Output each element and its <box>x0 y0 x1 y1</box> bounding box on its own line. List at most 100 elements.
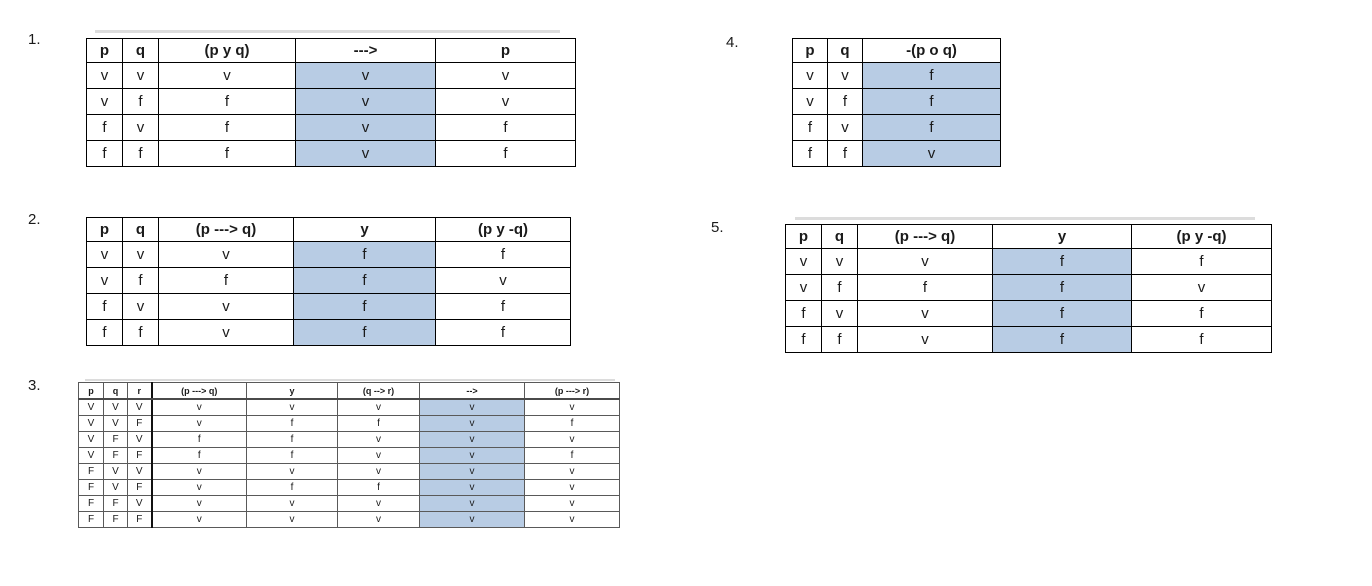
cell: v <box>246 463 338 480</box>
header-cell: (p ---> q) <box>158 217 294 242</box>
cell: F <box>78 479 104 496</box>
cell: f <box>435 114 576 141</box>
cell: v <box>158 241 294 268</box>
header-cell: p <box>435 38 576 63</box>
cell: v <box>246 495 338 512</box>
result-cell: v <box>419 479 525 496</box>
cell: F <box>78 463 104 480</box>
header-cell: p <box>86 217 123 242</box>
header-cell: y <box>293 217 436 242</box>
cell: v <box>435 62 576 89</box>
cell: v <box>86 88 123 115</box>
cell: F <box>127 447 153 464</box>
cell: v <box>246 398 338 416</box>
cell: F <box>78 511 104 528</box>
cell: v <box>435 267 571 294</box>
cell: v <box>151 463 247 480</box>
header-cell: (p y -q) <box>435 217 571 242</box>
cell: v <box>857 248 993 275</box>
header-cell: (p y -q) <box>1131 224 1272 249</box>
cell: F <box>127 415 153 432</box>
cell: f <box>122 140 159 167</box>
cell: V <box>103 415 128 432</box>
cell: F <box>78 495 104 512</box>
cell: V <box>78 398 104 416</box>
cell: V <box>78 447 104 464</box>
result-cell: v <box>862 140 1001 167</box>
ghost-line <box>795 217 1255 220</box>
cell: v <box>122 241 159 268</box>
cell: V <box>103 398 128 416</box>
cell: v <box>151 511 247 528</box>
cell: f <box>1131 300 1272 327</box>
result-cell: f <box>992 274 1132 301</box>
header-cell: q <box>122 38 159 63</box>
result-cell: v <box>419 463 525 480</box>
cell: f <box>792 140 828 167</box>
cell: f <box>122 88 159 115</box>
cell: f <box>435 319 571 346</box>
header-cell: q <box>122 217 159 242</box>
cell: f <box>86 319 123 346</box>
cell: f <box>435 293 571 320</box>
header-cell: -(p o q) <box>862 38 1001 63</box>
cell: V <box>78 415 104 432</box>
cell: v <box>158 319 294 346</box>
cell: v <box>524 398 620 416</box>
header-cell: p <box>86 38 123 63</box>
cell: f <box>122 267 159 294</box>
cell: v <box>337 495 420 512</box>
result-cell: v <box>295 140 436 167</box>
cell: v <box>86 62 123 89</box>
header-cell: q <box>103 382 128 400</box>
cell: v <box>86 267 123 294</box>
header-cell: --> <box>419 382 525 400</box>
cell: V <box>127 431 153 448</box>
cell: v <box>151 398 247 416</box>
cell: v <box>246 511 338 528</box>
cell: f <box>246 447 338 464</box>
cell: v <box>827 62 863 89</box>
cell: f <box>86 293 123 320</box>
result-cell: f <box>293 267 436 294</box>
cell: v <box>151 415 247 432</box>
cell: F <box>127 511 153 528</box>
cell: V <box>103 463 128 480</box>
cell: v <box>524 463 620 480</box>
cell: v <box>827 114 863 141</box>
cell: v <box>785 274 822 301</box>
header-cell: (p y q) <box>158 38 296 63</box>
cell: v <box>821 300 858 327</box>
cell: V <box>127 463 153 480</box>
header-cell: y <box>246 382 338 400</box>
cell: F <box>103 431 128 448</box>
cell: F <box>103 495 128 512</box>
cell: v <box>337 398 420 416</box>
result-cell: v <box>295 62 436 89</box>
header-cell: q <box>821 224 858 249</box>
cell: F <box>127 479 153 496</box>
exercise-2-number: 2. <box>28 211 41 228</box>
cell: V <box>103 479 128 496</box>
cell: f <box>158 114 296 141</box>
cell: v <box>792 62 828 89</box>
result-cell: v <box>295 114 436 141</box>
